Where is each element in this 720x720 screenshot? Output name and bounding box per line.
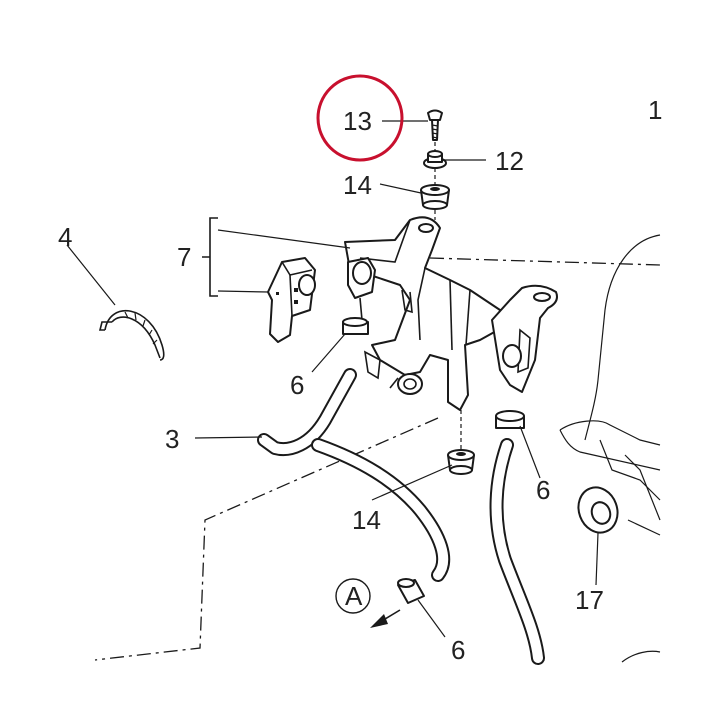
reference-line-left bbox=[94, 417, 439, 661]
view-marker-circle bbox=[335, 578, 371, 614]
callout-6-bottom: 6 bbox=[451, 635, 465, 665]
callout-4: 4 bbox=[58, 222, 72, 252]
clamp-6-right bbox=[495, 410, 525, 429]
washer-12 bbox=[423, 150, 447, 169]
sensor-part-7 bbox=[267, 257, 316, 343]
sensor-clip-upper bbox=[347, 257, 376, 321]
callout-13: 13 bbox=[343, 106, 372, 136]
callout-3: 3 bbox=[165, 424, 179, 454]
callout-17: 17 bbox=[575, 585, 604, 615]
callout-14-top: 14 bbox=[343, 170, 372, 200]
callout-7: 7 bbox=[177, 242, 191, 272]
background-housing bbox=[559, 234, 661, 663]
seal-17 bbox=[577, 486, 619, 534]
clip-part-4 bbox=[98, 309, 165, 361]
grommet-14-bottom bbox=[447, 449, 475, 475]
grommet-14-top bbox=[420, 184, 450, 210]
mounting-bracket bbox=[344, 216, 558, 411]
callout-12: 12 bbox=[495, 146, 524, 176]
group-bracket-7 bbox=[202, 217, 218, 297]
callout-6-left: 6 bbox=[290, 370, 304, 400]
leader-lines bbox=[66, 120, 599, 638]
hose-center bbox=[311, 438, 451, 582]
callout-14-bottom: 14 bbox=[352, 505, 381, 535]
screw-13 bbox=[427, 109, 443, 141]
callout-6-right: 6 bbox=[536, 475, 550, 505]
callout-1: 1 bbox=[648, 95, 662, 125]
hose-3 bbox=[257, 368, 357, 456]
clamp-6-bottom bbox=[397, 578, 425, 604]
reference-line-upper-right bbox=[429, 257, 661, 266]
callout-a: A bbox=[345, 581, 363, 611]
hose-right bbox=[489, 438, 545, 665]
highlight-circle bbox=[316, 74, 404, 162]
clamp-6-left bbox=[342, 317, 369, 335]
